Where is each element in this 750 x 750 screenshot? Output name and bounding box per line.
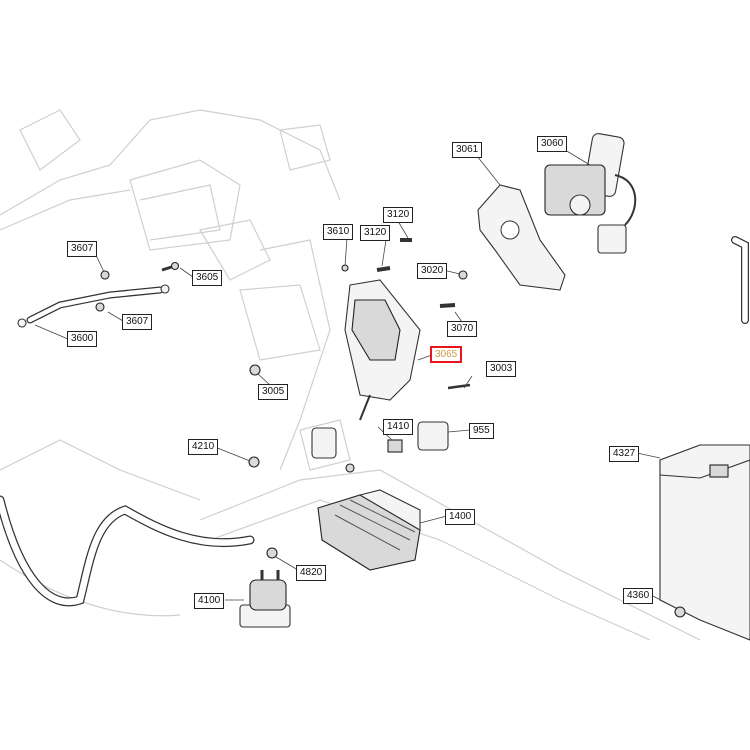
callout-1400[interactable]: 1400 — [445, 509, 476, 525]
callout-3065-highlighted[interactable]: 3065 — [430, 346, 463, 363]
bolt-3005 — [249, 364, 261, 376]
callout-4360[interactable]: 4360 — [623, 588, 654, 604]
nut-3607-bottom — [95, 302, 105, 312]
callout-4100[interactable]: 4100 — [194, 593, 225, 609]
fuse-box-3065 — [344, 279, 421, 421]
callout-1410[interactable]: 1410 — [383, 419, 414, 435]
callout-3070[interactable]: 3070 — [447, 321, 478, 337]
callout-4327[interactable]: 4327 — [609, 446, 640, 462]
callout-3060[interactable]: 3060 — [537, 136, 568, 152]
callout-3607-bottom[interactable]: 3607 — [122, 314, 153, 330]
cable-3600 — [17, 284, 170, 328]
connector-left — [311, 427, 337, 459]
callout-3600[interactable]: 3600 — [67, 331, 98, 347]
callout-4210[interactable]: 4210 — [188, 439, 219, 455]
screw-1410 — [387, 439, 403, 453]
sensor-955 — [417, 421, 449, 451]
callout-3020[interactable]: 3020 — [417, 263, 448, 279]
nut-3607-top — [100, 270, 110, 280]
callout-3610[interactable]: 3610 — [323, 224, 354, 240]
callout-3005[interactable]: 3005 — [258, 384, 289, 400]
callout-955[interactable]: 955 — [469, 423, 494, 439]
callout-4820[interactable]: 4820 — [296, 565, 327, 581]
battery-4327 — [659, 444, 750, 641]
ghost-frame — [0, 109, 701, 641]
callout-3061[interactable]: 3061 — [452, 142, 483, 158]
callout-3120-bottom[interactable]: 3120 — [360, 225, 391, 241]
regulator-1400 — [317, 463, 421, 571]
callout-3607-top[interactable]: 3607 — [67, 241, 98, 257]
bracket-3061 — [477, 184, 566, 291]
screw-3003 — [447, 383, 471, 390]
solenoid-4100 — [239, 456, 291, 628]
callout-3605[interactable]: 3605 — [192, 270, 223, 286]
callout-3003[interactable]: 3003 — [486, 361, 517, 377]
actuator-3060 — [544, 133, 637, 254]
callout-3120-top[interactable]: 3120 — [383, 207, 414, 223]
